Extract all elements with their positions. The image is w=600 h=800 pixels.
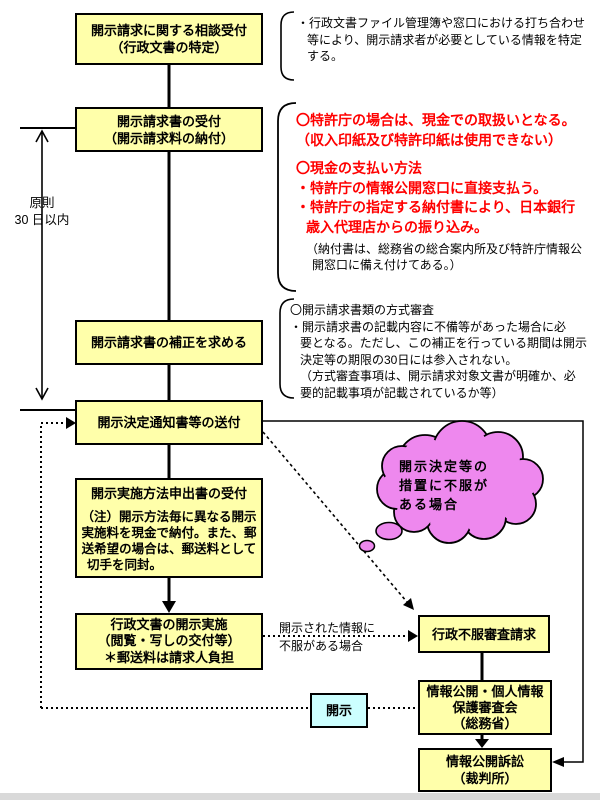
note-payment-gap: [296, 150, 596, 159]
box-method-notification: 開示実施方法申出書の受付 （注）開示方法毎に異なる開示 実施料を現金で納付。また…: [75, 478, 263, 578]
box-lawsuit-line1: 情報公開訴訟: [445, 754, 524, 769]
thought-cloud: [358, 420, 544, 553]
box-appeal: 行政不服審査請求: [418, 615, 550, 653]
label-principle-line2: 30 日以内: [14, 213, 70, 227]
arrow-to-implementation: [162, 601, 176, 613]
note-payment-black2: 開窓口に備え付けてある。）: [312, 258, 462, 272]
note-format-review-line1: 〇開示請求書類の方式審査: [290, 303, 435, 317]
box-review-board-line2: 保護審査会: [452, 699, 518, 715]
box-decision-notice: 開示決定通知書等の送付: [75, 400, 263, 445]
note-payment-red5: ・特許庁の指定する納付書により、日本銀行: [296, 199, 576, 215]
arrow-into-appeal: [408, 630, 418, 642]
note-payment-black1: （納付書は、総務省の総合案内所及び特許庁情報公: [306, 242, 583, 256]
box-decision-notice-line1: 開示決定通知書等の送付: [97, 415, 241, 430]
note-payment-red2: （収入印紙及び特許印紙は使用できない）: [296, 131, 562, 148]
box-implementation: 行政文書の開示実施 （閲覧・写しの交付等） ＊郵送料は請求人負担: [75, 613, 263, 670]
note-payment-red6: 歳入代理店からの振り込み。: [306, 218, 488, 235]
box-consultation: 開示請求に関する相談受付 （行政文書の特定）: [75, 13, 263, 65]
label-principle-30days: 原則 30 日以内: [5, 195, 79, 229]
note-payment: 〇特許庁の場合は、現金での取扱いとなる。 （収入印紙及び特許印紙は使用できない）…: [296, 111, 596, 273]
box-implementation-line1: 行政文書の開示実施: [110, 616, 228, 632]
main-flow-lines: [167, 64, 484, 741]
box-method-notification-note2: 実施料を現金で納付。また、郵: [81, 526, 257, 540]
box-appeal-line1: 行政不服審査請求: [431, 626, 536, 642]
label-dissatisfied-line1: 開示された情報に: [279, 621, 376, 635]
note-format-review-line5: （方式審査事項は、開示請求対象文書が明確か、必: [300, 369, 576, 383]
box-request-reception: 開示請求書の受付 （開示請求料の納付）: [75, 107, 263, 152]
note-format-review: 〇開示請求書類の方式審査 ・開示請求書の記載内容に不備等があった場合に必 要とな…: [290, 302, 596, 401]
note-consultation-line3: する。: [307, 49, 344, 63]
cloud-label-line1: 開示決定等の: [399, 459, 490, 474]
box-implementation-line2: （閲覧・写しの交付等）: [97, 633, 241, 649]
box-request-reception-line2: （開示請求料の納付）: [103, 130, 234, 146]
box-disclosure-line1: 開示: [325, 703, 352, 718]
note-brackets: [277, 11, 297, 399]
box-method-notification-note4: 切手を同封。: [87, 558, 163, 572]
box-method-notification-note3: 送希望の場合は、郵送料として: [81, 542, 257, 556]
cloud-label: 開示決定等の 措置に不服が ある場合: [399, 457, 489, 514]
arrow-into-decision-notice: [66, 417, 76, 429]
bottom-edge-bar: [0, 793, 600, 800]
cloud-tail-bubble-large: [375, 521, 403, 541]
box-implementation-line3: ＊郵送料は請求人負担: [103, 649, 234, 665]
box-request-reception-line1: 開示請求書の受付: [116, 113, 221, 129]
note-format-review-line2: ・開示請求書の記載内容に不備等があった場合に必: [290, 319, 567, 334]
note-format-review-line4: 決定等の期限の30日には参入されない。: [300, 352, 518, 367]
note-payment-red3: 〇現金の支払い方法: [296, 160, 422, 176]
cloud-label-line3: ある場合: [399, 497, 460, 512]
box-consultation-line2: （行政文書の特定）: [110, 40, 228, 55]
note-consultation: ・行政文書ファイル管理簿や窓口における打ち合わせ 等により、開示請求者が必要とし…: [297, 15, 597, 65]
arrow-diagonal-into-appeal: [403, 598, 414, 610]
cloud-tail-bubble-small: [358, 539, 376, 553]
box-amendment-line1: 開示請求書の補正を求める: [90, 335, 247, 350]
route-decision-to-lawsuit: [263, 420, 584, 763]
box-review-board-line3: （総務省）: [452, 715, 518, 731]
box-lawsuit-line2: （裁判所）: [452, 771, 518, 786]
note-format-review-line6: 要的記載事項が記載されているか等）: [300, 385, 504, 400]
box-method-notification-note1: （注）開示方法毎に異なる開示: [81, 510, 257, 524]
box-method-notification-title: 開示実施方法申出書の受付: [90, 486, 247, 501]
box-review-board: 情報公開・個人情報 保護審査会 （総務省）: [418, 680, 552, 735]
box-review-board-line1: 情報公開・個人情報: [426, 683, 544, 699]
note-consultation-line1: ・行政文書ファイル管理簿や窓口における打ち合わせ: [297, 16, 586, 30]
principle-arrow: [20, 127, 75, 411]
note-format-review-line3: 要となる。ただし、この補正を行っている期間は開示: [300, 336, 588, 350]
dashed-decision-to-appeal: [262, 431, 408, 603]
cloud-label-line2: 措置に不服が: [399, 478, 490, 493]
box-disclosure: 開示: [310, 693, 368, 728]
label-principle-line1: 原則: [29, 196, 55, 210]
label-dissatisfied-info: 開示された情報に 不服がある場合: [279, 621, 399, 654]
box-amendment: 開示請求書の補正を求める: [75, 320, 263, 365]
note-payment-red1: 〇特許庁の場合は、現金での取扱いとなる。: [296, 112, 576, 128]
arrow-to-lawsuit: [475, 739, 489, 748]
note-consultation-line2: 等により、開示請求者が必要としている情報を特定: [307, 32, 582, 47]
box-consultation-line1: 開示請求に関する相談受付: [90, 23, 247, 38]
label-dissatisfied-line2: 不服がある場合: [279, 639, 364, 653]
dotted-feedback-path: [40, 422, 418, 709]
note-payment-red4: ・特許庁の情報公開窓口に直接支払う。: [296, 179, 548, 196]
box-lawsuit: 情報公開訴訟 （裁判所）: [418, 748, 552, 792]
arrow-into-lawsuit-right: [552, 757, 564, 767]
